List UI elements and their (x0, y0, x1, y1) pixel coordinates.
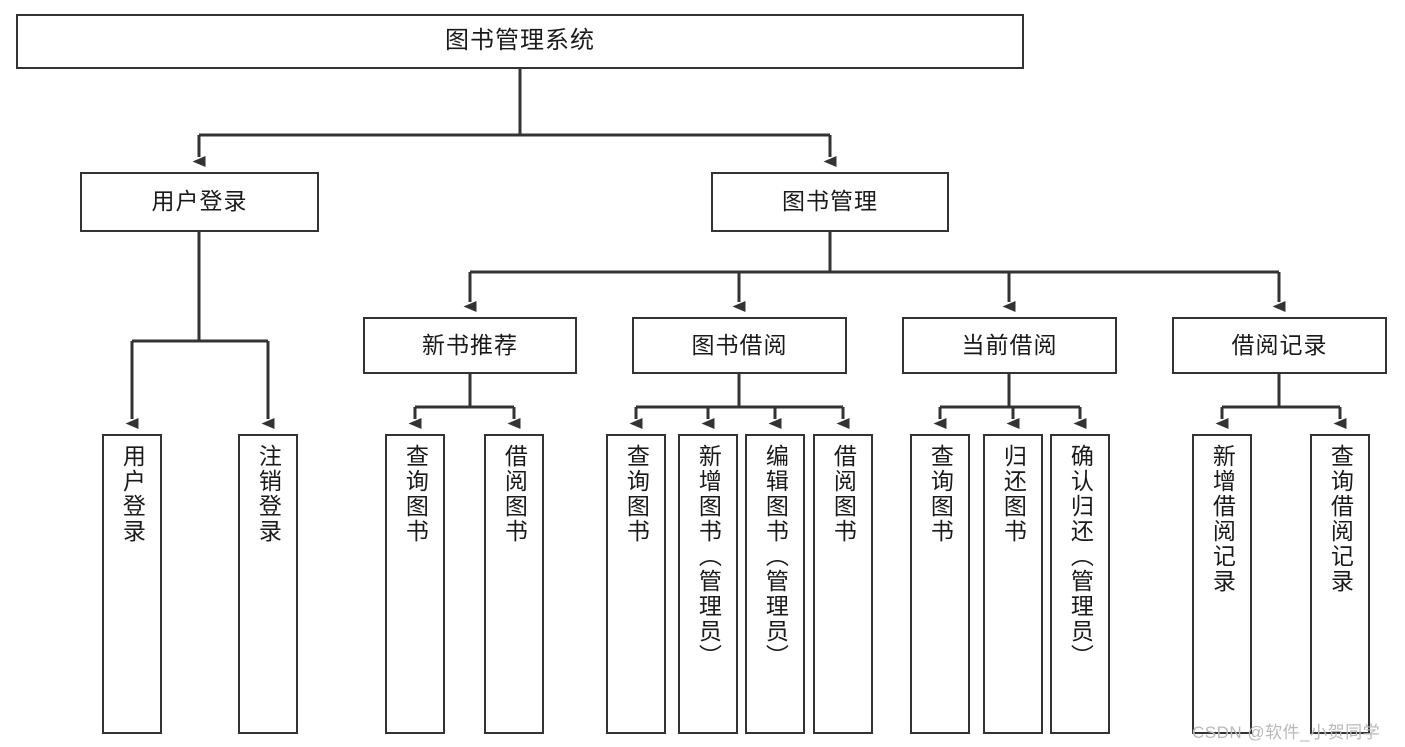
leaf-query-book-3[interactable]: 查询图书 (910, 434, 970, 734)
leaf-query-record-label: 查询借阅记录 (1327, 444, 1354, 594)
leaf-query-book-1-label: 查询图书 (402, 444, 429, 544)
node-new-book-recommend-label: 新书推荐 (422, 331, 518, 358)
leaf-return-book[interactable]: 归还图书 (983, 434, 1043, 734)
leaf-query-record[interactable]: 查询借阅记录 (1310, 434, 1370, 734)
leaf-user-login-label: 用户登录 (119, 444, 146, 544)
node-user-login-label: 用户登录 (151, 188, 248, 215)
node-book-borrow-label: 图书借阅 (691, 331, 788, 358)
edge-book-manage-to-level3 (463, 232, 1286, 312)
leaf-query-book-2[interactable]: 查询图书 (606, 434, 666, 734)
leaf-query-book-3-label: 查询图书 (927, 444, 954, 544)
node-book-manage-label: 图书管理 (782, 188, 878, 215)
node-borrow-record[interactable]: 借阅记录 (1172, 317, 1387, 374)
leaf-borrow-book-2[interactable]: 借阅图书 (813, 434, 873, 734)
node-current-borrow[interactable]: 当前借阅 (902, 317, 1117, 374)
leaf-add-record-label: 新增借阅记录 (1209, 444, 1236, 594)
edge-root-to-level2 (192, 69, 837, 167)
edge-borrow-record-to-leaves (1215, 374, 1347, 429)
node-root-label: 图书管理系统 (445, 27, 595, 55)
leaf-logout[interactable]: 注销登录 (238, 434, 298, 734)
leaf-edit-book[interactable]: 编辑图书（管理员） (745, 434, 805, 734)
leaf-confirm-return-label: 确认归还（管理员） (1067, 444, 1094, 669)
leaf-return-book-label: 归还图书 (1000, 444, 1027, 544)
edge-current-borrow-to-leaves (933, 374, 1087, 429)
leaf-edit-book-label: 编辑图书（管理员） (762, 444, 789, 669)
node-root[interactable]: 图书管理系统 (16, 14, 1024, 69)
edge-book-borrow-to-leaves (629, 374, 850, 429)
leaf-confirm-return[interactable]: 确认归还（管理员） (1050, 434, 1110, 734)
leaf-borrow-book-2-label: 借阅图书 (830, 444, 857, 544)
leaf-logout-label: 注销登录 (255, 444, 282, 544)
edge-user-login-to-leaves (125, 232, 275, 429)
leaf-borrow-book-1[interactable]: 借阅图书 (484, 434, 544, 734)
leaf-add-book[interactable]: 新增图书（管理员） (678, 434, 738, 734)
node-book-borrow[interactable]: 图书借阅 (632, 317, 847, 374)
node-user-login[interactable]: 用户登录 (80, 172, 319, 232)
leaf-query-book-1[interactable]: 查询图书 (385, 434, 445, 734)
leaf-add-record[interactable]: 新增借阅记录 (1192, 434, 1252, 734)
node-borrow-record-label: 借阅记录 (1231, 331, 1328, 358)
node-current-borrow-label: 当前借阅 (961, 331, 1058, 358)
node-new-book-recommend[interactable]: 新书推荐 (363, 317, 577, 374)
leaf-borrow-book-1-label: 借阅图书 (501, 444, 528, 544)
leaf-add-book-label: 新增图书（管理员） (695, 444, 722, 669)
leaf-query-book-2-label: 查询图书 (623, 444, 650, 544)
leaf-user-login[interactable]: 用户登录 (102, 434, 162, 734)
node-book-manage[interactable]: 图书管理 (711, 172, 949, 232)
edge-new-book-recommend-to-leaves (408, 374, 521, 429)
csdn-watermark: CSDN @软件_小贺同学 (1192, 723, 1381, 742)
